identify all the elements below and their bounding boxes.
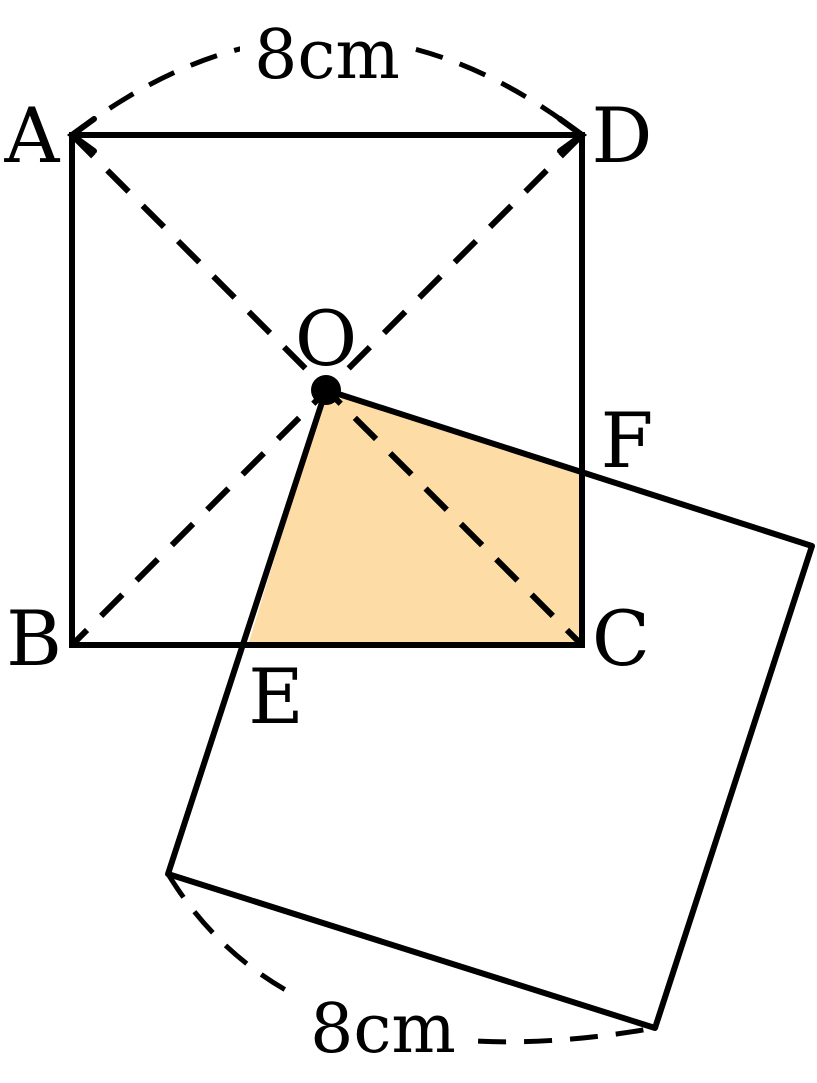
point-o-dot [311,375,341,405]
label-b: B [6,594,62,683]
label-o: O [295,294,357,383]
top-dimension-label-bg [240,18,415,84]
label-a: A [4,91,61,180]
arrowhead-d [557,116,588,154]
dimension-arrowheads [66,116,588,154]
top-dimension-label: 8cm [254,16,400,95]
bottom-dimension-label-bg [298,992,470,1058]
label-c: C [592,594,650,683]
label-f: F [601,396,654,485]
label-e: E [248,652,303,741]
rotated-square [165,387,815,1031]
arrowhead-a [66,116,97,154]
bottom-dimension-label: 8cm [310,990,456,1069]
label-d: D [592,91,653,180]
square-abcd [69,132,585,648]
overlap-region [248,390,582,645]
